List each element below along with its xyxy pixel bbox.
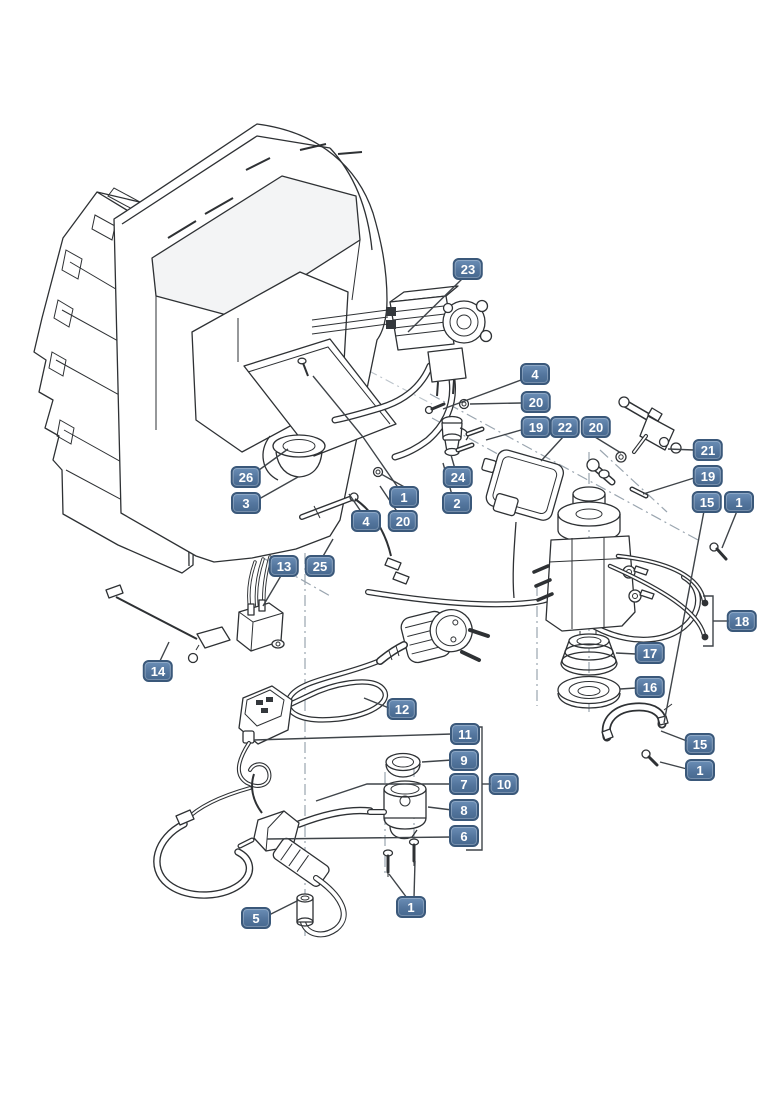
leader-line xyxy=(268,899,300,916)
sensor-lead xyxy=(105,584,231,664)
leader-line xyxy=(485,429,522,441)
callout-badge-18: 18 xyxy=(726,610,758,632)
leader-line xyxy=(594,436,622,454)
callout-badge-20: 20 xyxy=(580,416,612,438)
callout-badge-14: 14 xyxy=(142,660,174,682)
callout-badge-21: 21 xyxy=(692,439,724,461)
leader-line xyxy=(721,510,738,549)
inlet-connector xyxy=(236,555,285,652)
mounting-screws xyxy=(382,838,420,877)
leader-line xyxy=(660,730,688,742)
callout-badge-9: 9 xyxy=(449,749,479,771)
leader-line xyxy=(642,477,695,495)
callout-badge-16: 16 xyxy=(634,676,666,698)
leader-line xyxy=(619,687,637,690)
callout-badge-1: 1 xyxy=(389,486,419,508)
leader-line xyxy=(442,379,522,410)
power-cord xyxy=(238,609,490,745)
callout-badge-10: 10 xyxy=(488,773,520,795)
safety-valve xyxy=(618,396,682,454)
leader-line xyxy=(469,402,522,405)
leader-line xyxy=(407,278,463,333)
leader-line xyxy=(659,761,688,770)
leader-line xyxy=(266,836,453,840)
tube-piece-5 xyxy=(296,893,314,927)
sealing-ring xyxy=(557,675,621,709)
dowel-pins xyxy=(455,426,485,453)
leader-line xyxy=(421,759,453,763)
leader-line xyxy=(348,493,363,514)
callout-badge-25: 25 xyxy=(304,555,336,577)
leader-line xyxy=(413,860,416,899)
callout-badge-17: 17 xyxy=(634,642,666,664)
leader-line xyxy=(667,448,695,451)
leader-line xyxy=(262,573,283,607)
bracket-dot xyxy=(701,599,709,607)
callout-badge-20: 20 xyxy=(520,391,552,413)
screw-and-washer-upper xyxy=(424,398,470,415)
callout-badge-13: 13 xyxy=(268,555,300,577)
bellows-grommet xyxy=(560,633,618,676)
leader-line xyxy=(258,448,289,471)
callout-badge-5: 5 xyxy=(241,907,271,929)
leader-line xyxy=(615,652,637,655)
leader-line xyxy=(258,476,299,500)
leader-line xyxy=(363,697,390,709)
leader-line xyxy=(253,733,453,741)
solenoid-valve xyxy=(272,837,330,887)
appliance-plug xyxy=(238,685,293,745)
callout-badge-1: 1 xyxy=(724,491,754,513)
leader-line xyxy=(427,806,453,811)
boiler-assembly xyxy=(365,458,701,643)
cover-plate xyxy=(243,338,397,478)
leader-line xyxy=(663,510,705,724)
leader-line xyxy=(158,641,170,664)
leader-line xyxy=(540,436,564,462)
callout-badge-12: 12 xyxy=(386,698,418,720)
callout-badge-6: 6 xyxy=(449,825,479,847)
callout-badge-4: 4 xyxy=(351,510,381,532)
callout-badge-4: 4 xyxy=(520,363,550,385)
callout-badge-1: 1 xyxy=(396,896,426,918)
heater-wires xyxy=(607,553,707,638)
callout-badge-1: 1 xyxy=(685,759,715,781)
clamp-bracket xyxy=(601,702,673,767)
callout-badge-3: 3 xyxy=(231,492,261,514)
thermal-fuse xyxy=(299,492,410,585)
callout-badge-2: 2 xyxy=(442,492,472,514)
callout-badge-15: 15 xyxy=(691,491,723,513)
bottom-hydraulics xyxy=(153,752,427,938)
callout-badge-23: 23 xyxy=(452,258,484,280)
callout-badge-20: 20 xyxy=(387,510,419,532)
leader-line xyxy=(315,783,452,802)
callout-badge-26: 26 xyxy=(230,466,262,488)
retaining-ring xyxy=(385,752,421,778)
flowmeter xyxy=(367,780,427,840)
callout-badge-7: 7 xyxy=(449,773,479,795)
callout-badge-15: 15 xyxy=(684,733,716,755)
bracket-dot xyxy=(701,633,709,641)
callout-badge-24: 24 xyxy=(442,466,474,488)
callout-badge-8: 8 xyxy=(449,799,479,821)
callout-badge-19: 19 xyxy=(520,416,552,438)
leader-line xyxy=(321,538,334,559)
leader-line xyxy=(388,873,408,899)
callout-badge-19: 19 xyxy=(692,465,724,487)
leader-line xyxy=(312,375,400,490)
funnel xyxy=(262,434,326,481)
washer-pin-screw-right xyxy=(615,451,728,561)
pump-assembly xyxy=(311,285,493,461)
control-box-wire xyxy=(512,521,517,599)
callout-badge-22: 22 xyxy=(549,416,581,438)
control-box xyxy=(481,449,565,521)
leader-layer xyxy=(158,278,738,916)
callout-badge-11: 11 xyxy=(450,723,480,745)
